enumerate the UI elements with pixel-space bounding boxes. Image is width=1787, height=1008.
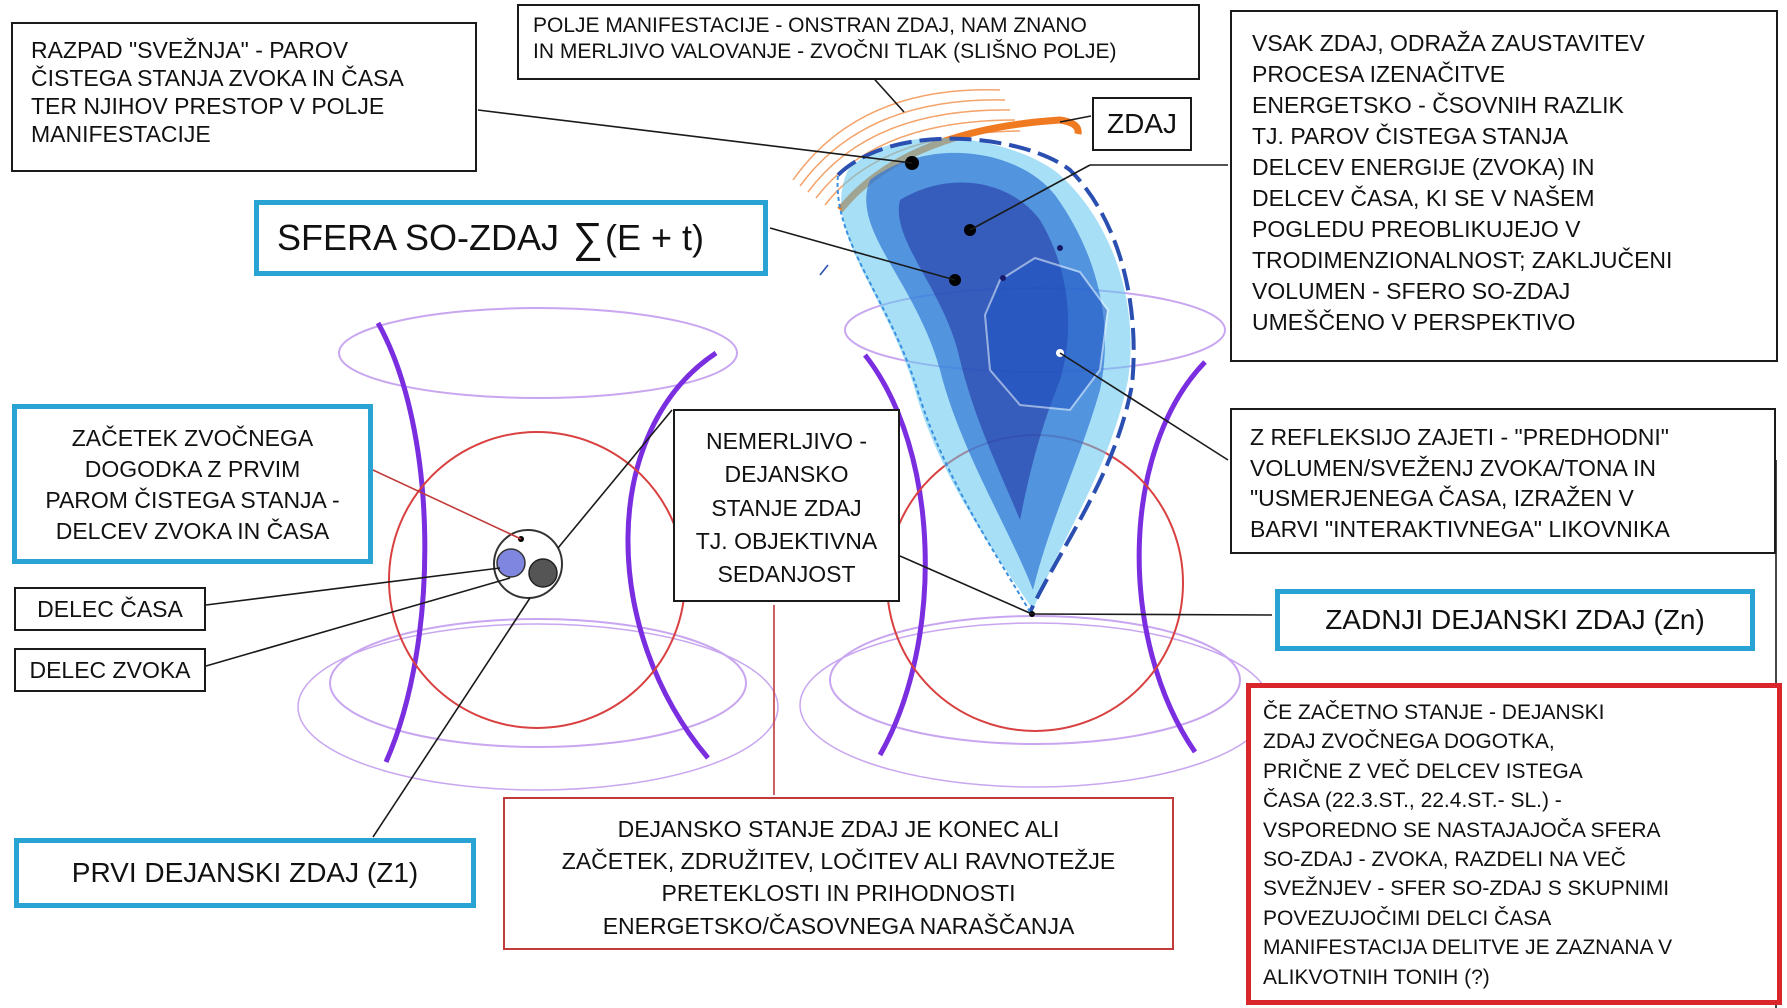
dejansko-line-3: PRETEKLOSTI IN PRIHODNOSTI [661, 880, 1016, 907]
prvi-box: PRVI DEJANSKI ZDAJ (Z1) [14, 838, 476, 908]
refleksija-line-4: BARVI "INTERAKTIVNEGA" LIKOVNIKA [1250, 515, 1670, 542]
vsak-line-3: ENERGETSKO - ČSOVNIH RAZLIK [1252, 92, 1624, 119]
delec-zvoka-label: DELEC ZVOKA [29, 656, 191, 683]
nemerljivo-line-4: TJ. OBJEKTIVNA [695, 528, 878, 555]
ce-line-7: SVEŽNJEV - SFER SO-ZDAJ S SKUPNIMI [1263, 877, 1670, 901]
razpad-line-1: RAZPAD "SVEŽNJA" - PAROV [31, 37, 349, 63]
vsak-line-4: TJ. PAROV ČISTEGA STANJA [1252, 123, 1569, 150]
ce-line-6: SO-ZDAJ - ZVOKA, RAZDELI NA VEČ [1263, 847, 1626, 871]
delec-casa-label: DELEC ČASA [37, 595, 183, 622]
ce-line-3: PRIČNE Z VEČ DELCEV ISTEGA [1263, 759, 1583, 783]
ce-line-2: ZDAJ ZVOČNEGA DOGOTKA, [1263, 730, 1555, 754]
refleksija-line-3: "USMERJENEGA ČASA, IZRAŽEN V [1250, 485, 1634, 512]
ce-line-9: MANIFESTACIJA DELITVE JE ZAZNANA V [1263, 936, 1673, 960]
delec-casa-box: DELEC ČASA [14, 587, 206, 631]
razpad-box: RAZPAD "SVEŽNJA" - PAROV ČISTEGA STANJA … [11, 22, 477, 172]
polje-box: POLJE MANIFESTACIJE - ONSTRAN ZDAJ, NAM … [517, 4, 1200, 80]
vsak-line-6: DELCEV ČASA, KI SE V NAŠEM [1252, 185, 1595, 212]
dejansko-box: DEJANSKO STANJE ZDAJ JE KONEC ALI ZAČETE… [503, 797, 1174, 950]
sfera-so-zdaj-box: SFERA SO-ZDAJ ∑ (E + t) [254, 200, 768, 276]
zadnji-box: ZADNJI DEJANSKI ZDAJ (Zn) [1275, 589, 1755, 651]
polje-line-2: IN MERLJIVO VALOVANJE - ZVOČNI TLAK (SLI… [533, 39, 1117, 63]
nemerljivo-line-3: STANJE ZDAJ [711, 494, 862, 521]
zacetek-line-2: DOGODKA Z PRVIM [84, 456, 301, 483]
sfera-formula: (E + t) [605, 217, 705, 258]
polje-line-1: POLJE MANIFESTACIJE - ONSTRAN ZDAJ, NAM … [533, 14, 1087, 37]
delec-zvoka-box: DELEC ZVOKA [14, 648, 206, 692]
vsak-line-5: DELCEV ENERGIJE (ZVOKA) IN [1252, 154, 1595, 181]
ce-box: ČE ZAČETNO STANJE - DEJANSKI ZDAJ ZVOČNE… [1246, 683, 1782, 1005]
left-sphere [297, 307, 779, 791]
start-circle [493, 529, 563, 599]
razpad-line-4: MANIFESTACIJE [31, 121, 211, 148]
nemerljivo-line-2: DEJANSKO [724, 461, 849, 488]
vsak-line-9: VOLUMEN - SFERO SO-ZDAJ [1252, 278, 1571, 305]
razpad-line-2: ČISTEGA STANJA ZVOKA IN ČASA [31, 65, 404, 92]
refleksija-line-1: Z REFLEKSIJO ZAJETI - "PREDHODNI" [1250, 424, 1669, 450]
vsak-line-8: TRODIMENZIONALNOST; ZAKLJUČENI [1252, 247, 1673, 274]
sum-symbol: ∑ [573, 214, 603, 261]
nemerljivo-box: NEMERLJIVO - DEJANSKO STANJE ZDAJ TJ. OB… [673, 409, 900, 602]
ce-line-8: POVEZUJOČIMI DELCI ČASA [1263, 906, 1552, 930]
prvi-label: PRVI DEJANSKI ZDAJ (Z1) [71, 856, 419, 888]
ce-line-1: ČE ZAČETNO STANJE - DEJANSKI [1263, 701, 1605, 724]
sfera-label: SFERA SO-ZDAJ [277, 217, 560, 258]
ce-line-10: ALIKVOTNIH TONIH (?) [1263, 965, 1490, 989]
vsak-line-10: UMEŠČENO V PERSPEKTIVO [1252, 309, 1576, 336]
vsak-line-1: VSAK ZDAJ, ODRAŽA ZAUSTAVITEV [1252, 30, 1645, 56]
zacetek-line-4: DELCEV ZVOKA IN ČASA [55, 518, 330, 545]
zacetek-line-3: PAROM ČISTEGA STANJA - [45, 487, 340, 514]
zdaj-box: ZDAJ [1092, 97, 1192, 151]
dejansko-line-1: DEJANSKO STANJE ZDAJ JE KONEC ALI [617, 816, 1060, 842]
zacetek-box: ZAČETEK ZVOČNEGA DOGODKA Z PRVIM PAROM Č… [12, 404, 373, 564]
ce-line-5: VSPOREDNO SE NASTAJAJOČA SFERA [1263, 818, 1661, 842]
nemerljivo-line-5: SEDANJOST [717, 561, 856, 588]
refleksija-line-2: VOLUMEN/SVEŽENJ ZVOKA/TONA IN [1250, 454, 1656, 481]
vsak-zdaj-box: VSAK ZDAJ, ODRAŽA ZAUSTAVITEV PROCESA IZ… [1230, 10, 1778, 362]
razpad-line-3: TER NJIHOV PRESTOP V POLJE [31, 93, 385, 120]
vsak-line-7: POGLEDU PREOBLIKUJEJO V [1252, 216, 1581, 243]
so-zdaj-cloud [836, 136, 1136, 617]
zacetek-line-1: ZAČETEK ZVOČNEGA [71, 425, 314, 451]
zadnji-label: ZADNJI DEJANSKI ZDAJ (Zn) [1325, 603, 1705, 635]
vsak-line-2: PROCESA IZENAČITVE [1252, 61, 1506, 88]
zdaj-label: ZDAJ [1107, 107, 1177, 139]
ce-line-4: ČASA (22.3.ST., 22.4.ST.- SL.) - [1263, 789, 1562, 813]
refleksija-box: Z REFLEKSIJO ZAJETI - "PREDHODNI" VOLUME… [1230, 408, 1776, 554]
nemerljivo-line-1: NEMERLJIVO - [705, 428, 868, 454]
dejansko-line-2: ZAČETEK, ZDRUŽITEV, LOČITEV ALI RAVNOTEŽ… [561, 848, 1116, 875]
dejansko-line-4: ENERGETSKO/ČASOVNEGA NARAŠČANJA [602, 912, 1075, 939]
